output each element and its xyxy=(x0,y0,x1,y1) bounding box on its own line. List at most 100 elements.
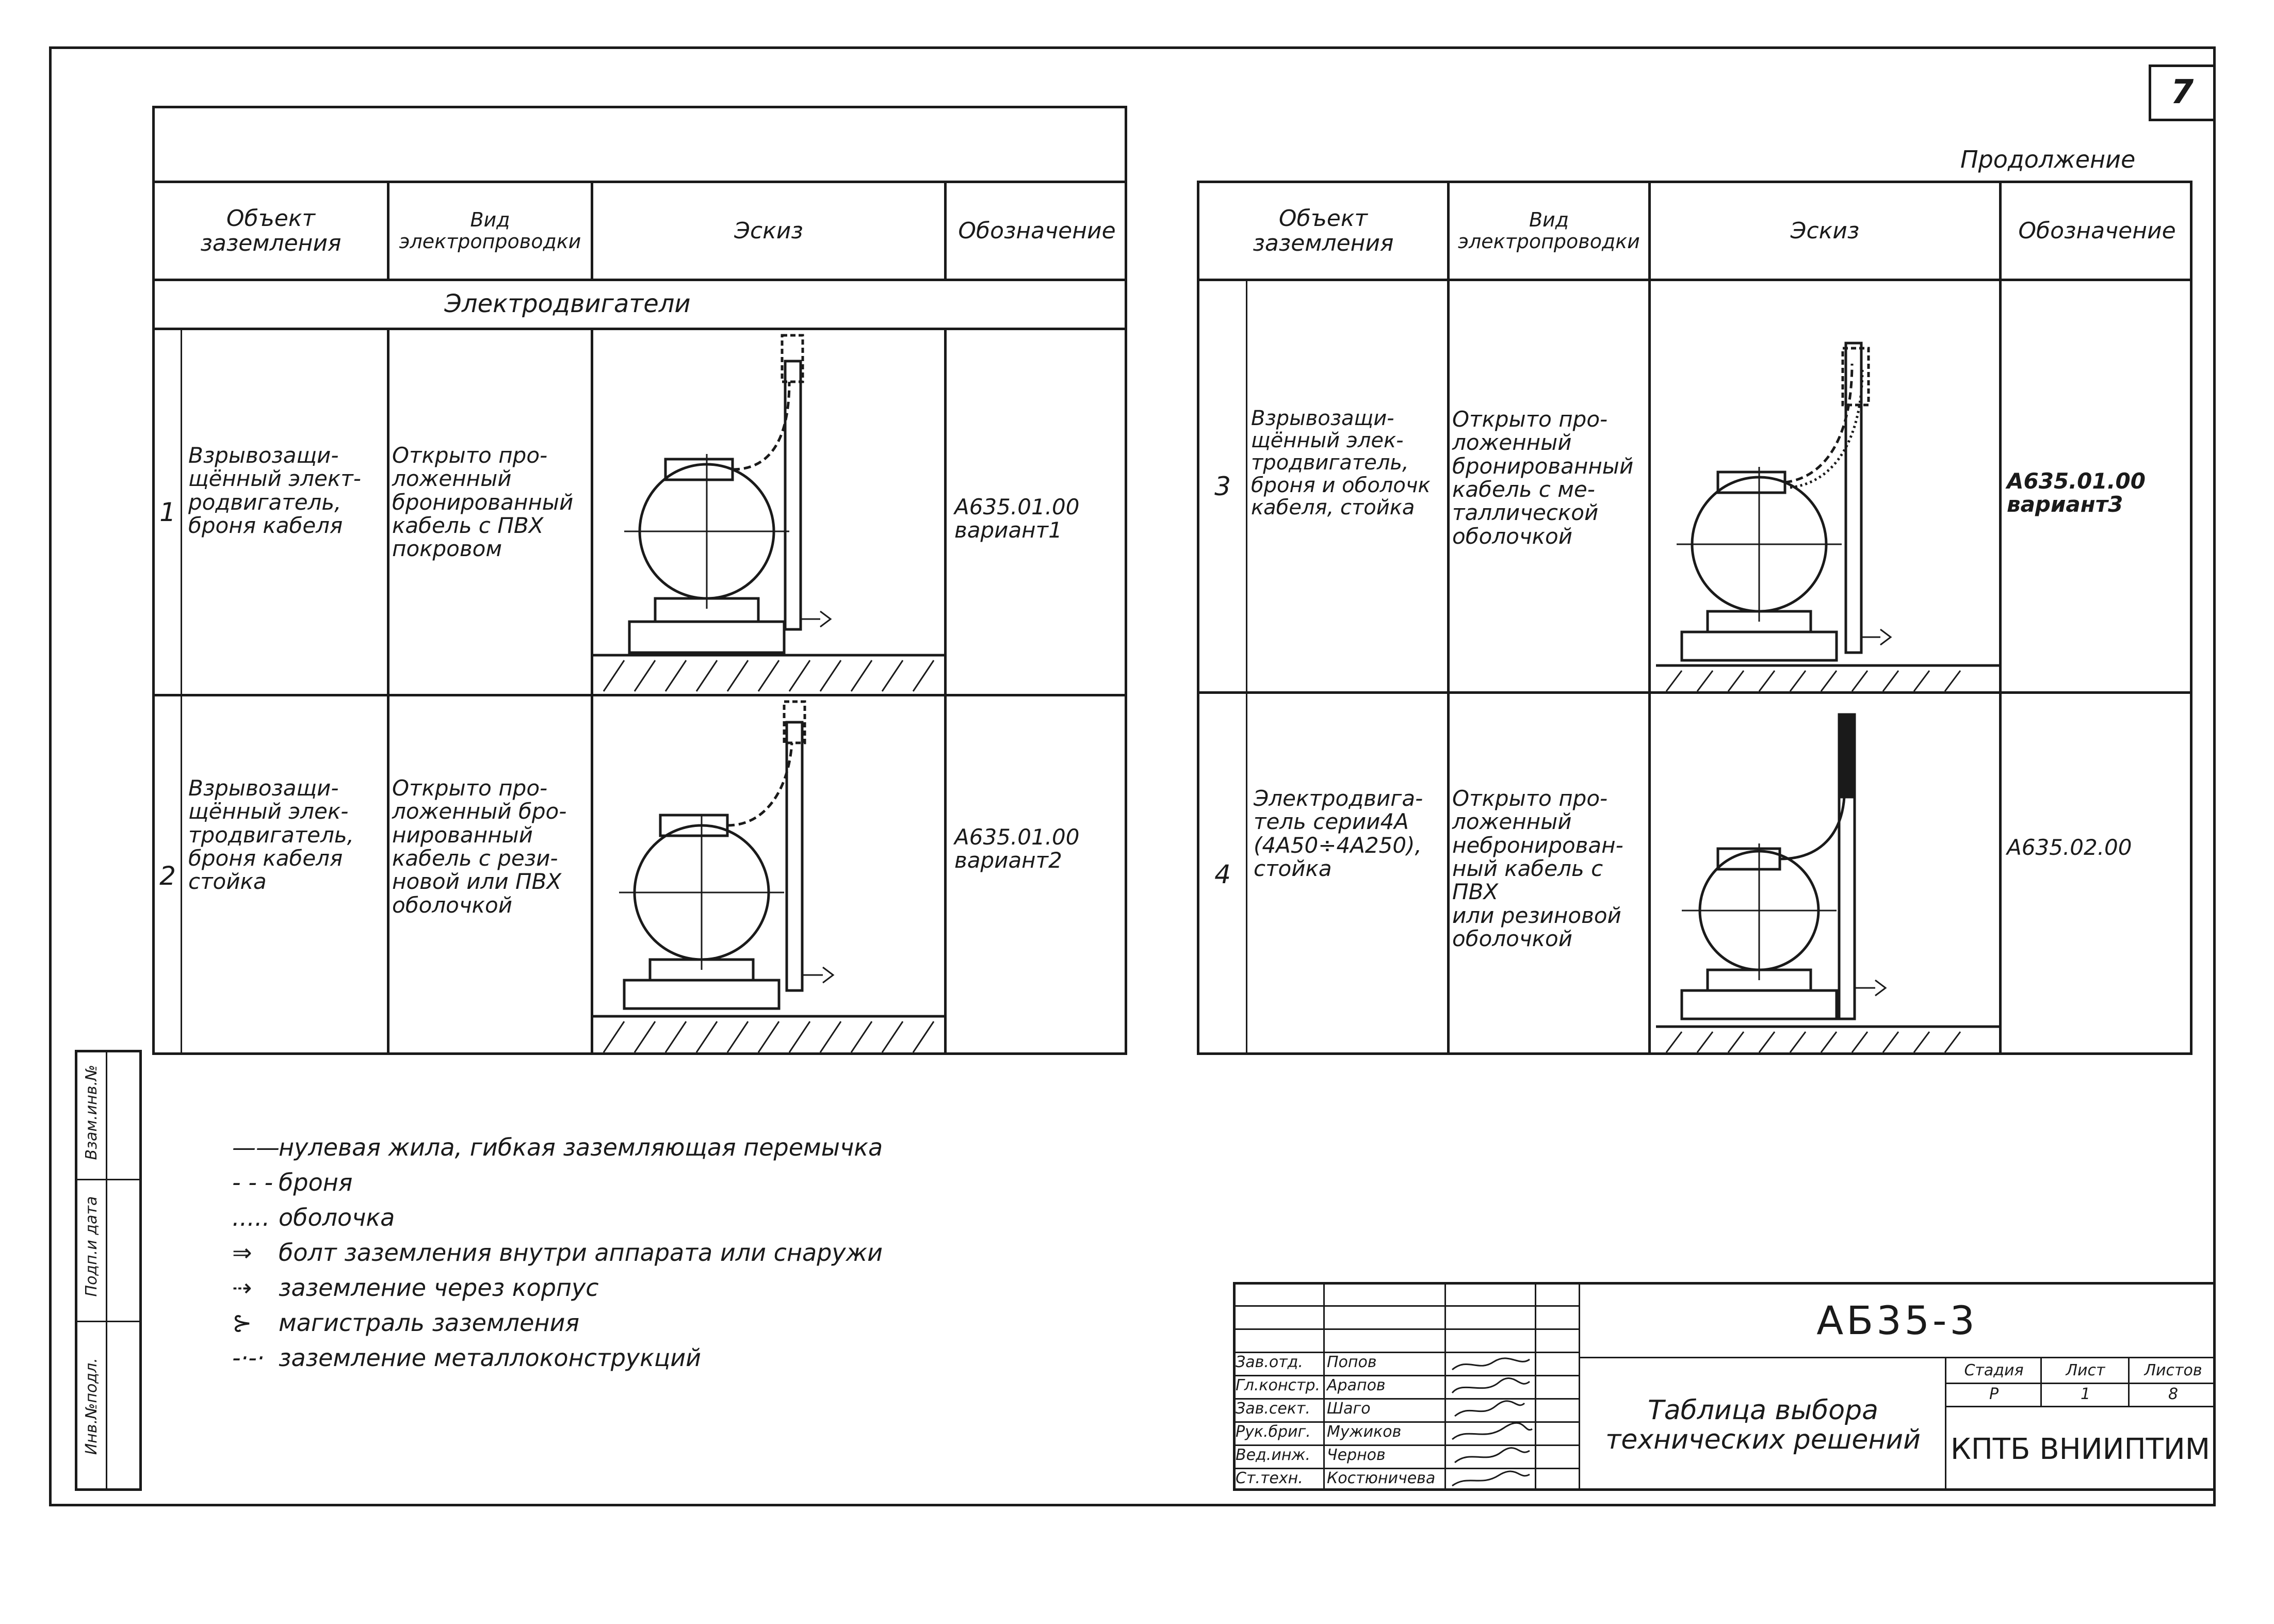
row-3-designation: А635.01.00 вариант3 xyxy=(2007,468,2146,517)
right-col-sep-2 xyxy=(1648,181,1651,1055)
tb-role: Зав.сект. xyxy=(1236,1400,1310,1418)
tb-stage-value: Р xyxy=(1989,1385,1999,1404)
legend-text: нулевая жила, гибкая заземляющая перемыч… xyxy=(279,1133,883,1161)
tb-drawing-title: Таблица выбора технических решений xyxy=(1605,1395,1921,1455)
row-3-number: 3 xyxy=(1214,471,1231,501)
tb-row xyxy=(1233,1444,1579,1446)
legend-item: ——нулевая жила, гибкая заземляющая перем… xyxy=(232,1133,1161,1170)
legend-text: оболочка xyxy=(279,1204,395,1231)
legend-item: ⊱ магистраль заземления xyxy=(232,1310,1161,1345)
drawing-frame xyxy=(49,46,2216,1506)
tb-row xyxy=(1233,1328,1579,1330)
left-table-header-bottom xyxy=(152,279,1127,281)
tb-col-3 xyxy=(1535,1282,1536,1491)
tb-row xyxy=(1233,1398,1579,1400)
section-title: Электродвигатели xyxy=(444,289,691,319)
tb-name: Мужиков xyxy=(1327,1423,1402,1441)
tb-main-sep xyxy=(1579,1357,2216,1358)
left-header-object: Объект заземления xyxy=(200,205,342,256)
legend-text: заземление через корпус xyxy=(279,1274,599,1302)
right-header-designation: Обозначение xyxy=(2018,217,2176,244)
legend-symbol: ⊱ xyxy=(232,1309,252,1337)
row-1-object: Взрывозащи- щённый элект- родвигатель, б… xyxy=(188,443,361,539)
tb-row xyxy=(1233,1375,1579,1376)
left-header-sketch: Эскиз xyxy=(734,217,803,244)
tb-role: Гл.констр. xyxy=(1236,1376,1321,1394)
legend-item: ⇒ болт заземления внутри аппарата или сна… xyxy=(232,1240,1161,1275)
right-table xyxy=(1197,181,2192,1055)
tb-col-4 xyxy=(1579,1282,1580,1491)
tb-role: Вед.инж. xyxy=(1236,1446,1310,1464)
left-header-wiring: Вид электропроводки xyxy=(399,208,581,253)
tb-organization: КПТБ ВНИИПТИМ xyxy=(1950,1432,2211,1466)
row-1-wiring: Открыто про- ложенный бронированный кабе… xyxy=(392,443,574,562)
legend-item: -·-·заземление металлоконструкций xyxy=(232,1345,1161,1381)
row-4-wiring: Открыто про- ложенный небронирован- ный … xyxy=(1452,786,1623,952)
row-2-number: 2 xyxy=(159,860,176,891)
left-col-sep-2 xyxy=(591,181,593,279)
row-3-object: Взрывозащи- щённый элек- тродвигатель, б… xyxy=(1251,407,1431,519)
legend-symbol: - - - xyxy=(232,1168,273,1196)
right-table-row-sep xyxy=(1197,691,2192,694)
row-2-designation: А635.01.00 вариант2 xyxy=(954,824,1080,873)
left-table-top-line xyxy=(152,181,1127,183)
left-table-section-bottom xyxy=(152,328,1127,330)
left-col-sep-3 xyxy=(944,181,947,279)
sheet-number: 7 xyxy=(2170,73,2194,112)
right-table-header-bottom xyxy=(1197,279,2192,281)
continuation-label: Продолжение xyxy=(1960,145,2136,173)
tb-info-row-2 xyxy=(1945,1406,2216,1407)
left-col-sep-1b xyxy=(387,328,389,1055)
row-1-number: 1 xyxy=(159,497,176,527)
legend-item: ⇢заземление через корпус xyxy=(232,1275,1161,1310)
side-stamp-sep xyxy=(106,1050,107,1491)
right-header-sketch: Эскиз xyxy=(1790,217,1860,244)
title-block xyxy=(1233,1282,2216,1491)
row-2-object: Взрывозащи- щённый элек- тродвигатель, б… xyxy=(188,775,354,895)
tb-info-col-2 xyxy=(2128,1357,2130,1406)
tb-col-2 xyxy=(1444,1282,1446,1491)
row-4-object: Электродвига- тель серии4А (4А50÷4А250),… xyxy=(1254,786,1423,882)
left-num-col-sep xyxy=(181,328,182,1055)
row-3-wiring: Открыто про- ложенный бронированный кабе… xyxy=(1452,407,1634,549)
side-stamp xyxy=(75,1050,142,1491)
sketch-row-1 xyxy=(593,334,944,692)
row-2-wiring: Открыто про- ложенный бро- нированный ка… xyxy=(392,775,567,918)
tb-sheets-value: 8 xyxy=(2168,1385,2179,1404)
legend-text: заземление металлоконструкций xyxy=(279,1344,702,1372)
row-4-number: 4 xyxy=(1214,859,1231,889)
side-stamp-row-1 xyxy=(75,1179,142,1180)
right-col-sep-3 xyxy=(1999,181,2002,1055)
legend-symbol: ⇒ xyxy=(232,1239,252,1266)
legend-symbol: ..... xyxy=(232,1204,270,1231)
legend-text: болт заземления внутри аппарата или снар… xyxy=(279,1239,883,1266)
tb-sheet-value: 1 xyxy=(2080,1385,2091,1404)
tb-name: Костюничева xyxy=(1327,1469,1436,1487)
legend-item: - - -броня xyxy=(232,1170,1161,1205)
legend: ——нулевая жила, гибкая заземляющая перем… xyxy=(232,1133,1161,1381)
tb-info-col-1 xyxy=(2040,1357,2042,1406)
side-label-replace: Взам.инв.№ xyxy=(82,1064,101,1160)
tb-col-1 xyxy=(1323,1282,1325,1491)
tb-row xyxy=(1233,1421,1579,1423)
left-col-sep-1 xyxy=(387,181,389,279)
left-col-sep-2b xyxy=(591,328,593,1055)
right-header-object: Объект заземления xyxy=(1253,205,1394,256)
side-label-signature: Подп.и дата xyxy=(82,1196,101,1297)
legend-text: броня xyxy=(279,1168,353,1196)
sketch-row-2 xyxy=(593,700,944,1053)
tb-stage-label: Стадия xyxy=(1964,1361,2024,1380)
side-stamp-row-2 xyxy=(75,1321,142,1322)
tb-role: Рук.бриг. xyxy=(1236,1423,1311,1441)
left-header-designation: Обозначение xyxy=(958,217,1116,244)
signatures xyxy=(1451,1357,1533,1487)
tb-row xyxy=(1233,1468,1579,1469)
legend-item: ..... оболочка xyxy=(232,1205,1161,1240)
right-num-col-sep xyxy=(1246,279,1247,1055)
left-table-row-sep xyxy=(152,694,1127,696)
tb-name: Попов xyxy=(1327,1353,1377,1371)
tb-sheet-label: Лист xyxy=(2066,1361,2105,1380)
left-table xyxy=(152,106,1127,1055)
legend-text: магистраль заземления xyxy=(279,1309,580,1337)
tb-row xyxy=(1233,1352,1579,1353)
